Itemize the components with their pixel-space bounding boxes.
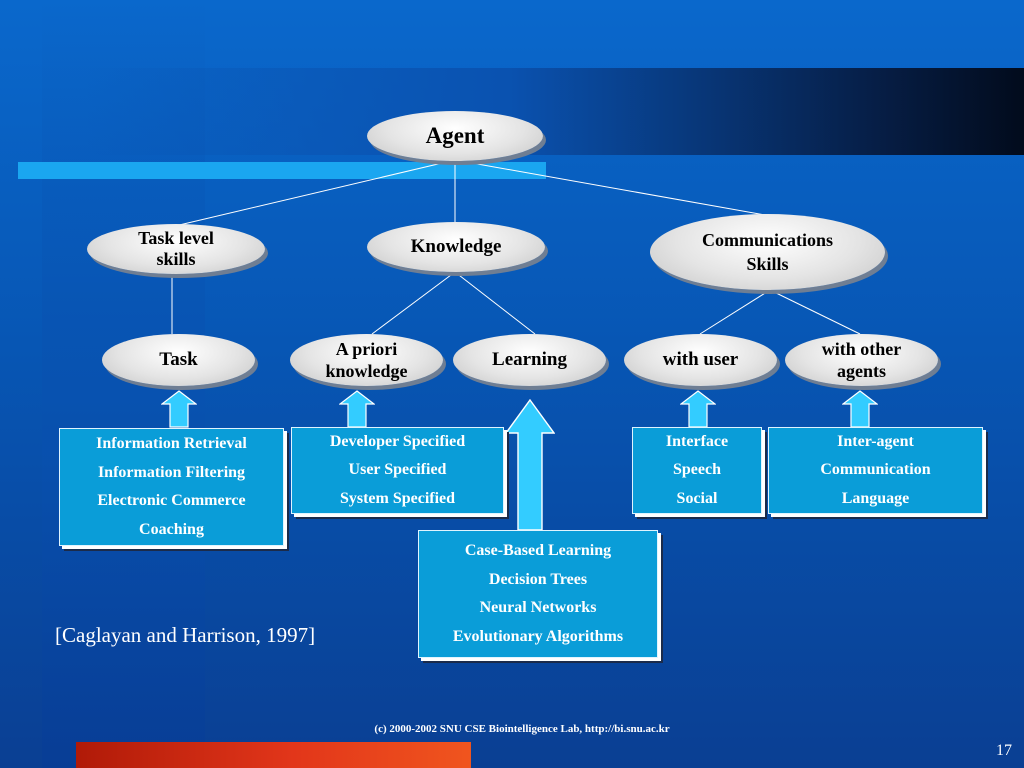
link-agent-communications — [454, 159, 766, 216]
background-cyan-bar — [18, 162, 546, 179]
node-with-user: with user — [624, 334, 777, 386]
interface-box-line-1: Interface — [665, 432, 729, 450]
arrow-up-icon — [505, 399, 555, 531]
node-communications-skills: Communications Skills — [650, 214, 885, 290]
link-comm-with-user — [699, 289, 771, 335]
learning-box-line-2: Decision Trees — [488, 570, 588, 588]
node-a-priori-knowledge: A priori knowledge — [290, 334, 443, 386]
bottom-accent-bar — [76, 742, 471, 768]
arrow-up-icon — [680, 390, 716, 428]
task-box-line-2: Information Filtering — [97, 463, 246, 481]
node-knowledge-label: Knowledge — [410, 236, 502, 257]
arrow-up-icon — [842, 390, 878, 428]
link-knowledge-learning — [454, 271, 536, 335]
learning-methods-box: Case-Based Learning Decision Trees Neura… — [418, 530, 658, 658]
task-applications-box: Information Retrieval Information Filter… — [59, 428, 284, 546]
page-number: 17 — [996, 742, 1012, 759]
user-interface-box: Interface Speech Social — [632, 427, 762, 514]
knowledge-source-box: Developer Specified User Specified Syste… — [291, 427, 504, 514]
background-top-band — [85, 68, 1024, 155]
knowledge-box-line-3: System Specified — [339, 489, 456, 507]
citation: [Caglayan and Harrison, 1997] — [55, 623, 316, 647]
arrow-up-icon — [161, 390, 197, 428]
learning-box-line-1: Case-Based Learning — [464, 542, 612, 559]
inter-agent-box-line-3: Language — [841, 489, 910, 507]
node-with-other-line-1: with other — [821, 339, 902, 359]
task-box-line-3: Electronic Commerce — [97, 492, 246, 509]
node-task-level-skills: Task level skills — [87, 224, 265, 274]
node-learning-label: Learning — [492, 349, 567, 370]
knowledge-box-line-1: Developer Specified — [329, 432, 466, 450]
node-learning: Learning — [453, 334, 606, 386]
node-task: Task — [102, 334, 255, 386]
node-knowledge: Knowledge — [367, 222, 545, 272]
node-agent-label: Agent — [425, 123, 485, 148]
node-communications-skills-line-1: Communications — [701, 230, 833, 250]
node-a-priori-line-1: A priori — [335, 339, 398, 359]
node-with-other-line-2: agents — [837, 361, 886, 381]
node-task-level-skills-line-2: skills — [156, 249, 196, 269]
link-agent-task-level — [174, 159, 456, 227]
learning-box-line-4: Evolutionary Algorithms — [452, 627, 624, 645]
inter-agent-box-line-2: Communication — [820, 461, 931, 479]
learning-box-line-3: Neural Networks — [479, 599, 597, 616]
inter-agent-box-line-1: Inter-agent — [837, 432, 914, 450]
node-task-level-skills-line-1: Task level — [138, 228, 214, 248]
interface-box-line-3: Social — [676, 489, 718, 507]
node-communications-skills-line-2: Skills — [746, 254, 789, 274]
link-knowledge-apriori — [371, 271, 456, 335]
task-box-line-4: Coaching — [139, 520, 204, 538]
link-comm-with-other — [769, 289, 861, 335]
interface-box-line-2: Speech — [673, 461, 721, 479]
task-box-line-1: Information Retrieval — [96, 435, 247, 452]
node-with-user-label: with user — [662, 349, 739, 370]
node-task-label: Task — [159, 349, 198, 370]
inter-agent-box: Inter-agent Communication Language — [768, 427, 983, 514]
node-with-other-agents: with other agents — [785, 334, 938, 386]
node-agent: Agent — [367, 111, 543, 161]
knowledge-box-line-2: User Specified — [348, 461, 447, 479]
node-a-priori-line-2: knowledge — [325, 361, 408, 381]
arrow-up-icon — [339, 390, 375, 428]
footer-credit: (c) 2000-2002 SNU CSE Biointelligence La… — [374, 723, 670, 735]
